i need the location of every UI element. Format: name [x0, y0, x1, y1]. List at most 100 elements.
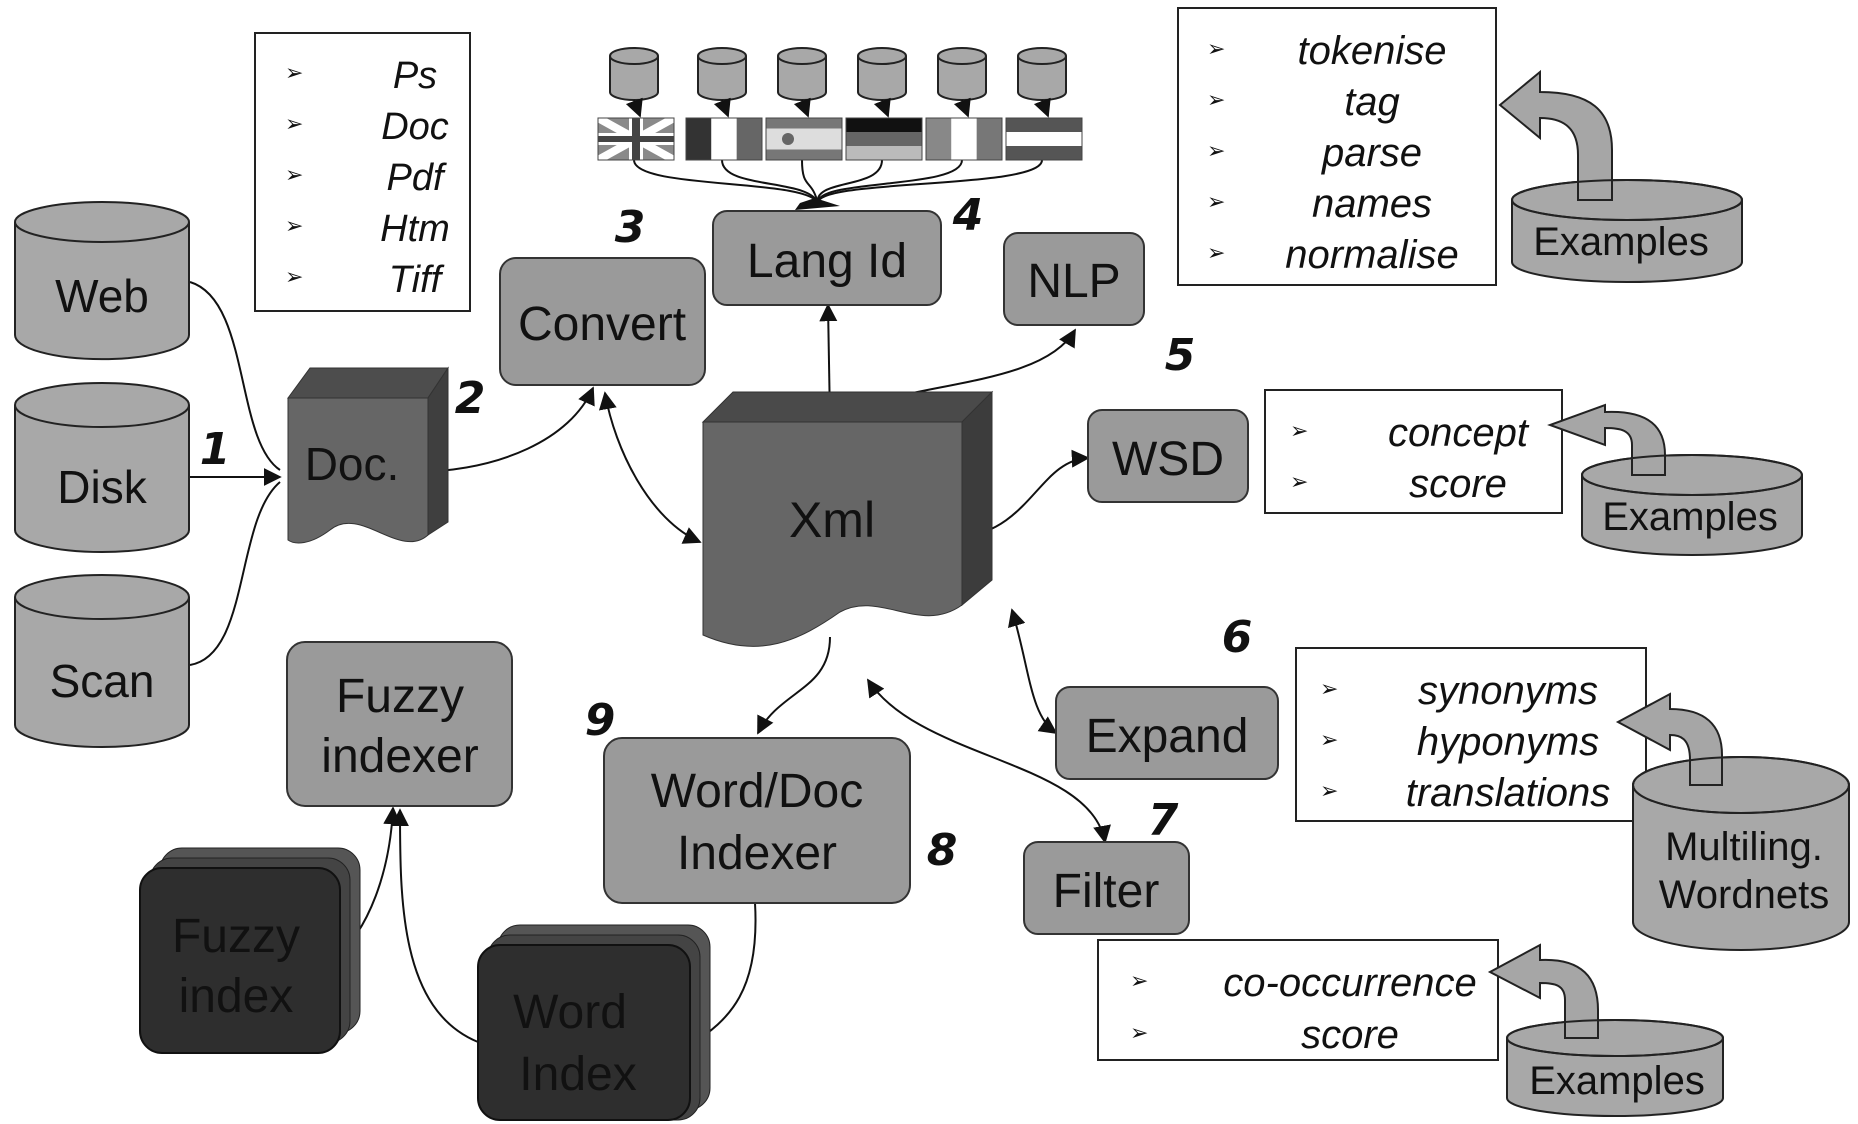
fuzzy-index-label-line1: Fuzzy: [172, 910, 300, 963]
step-6: 6: [1222, 612, 1253, 663]
bullet-icon: ➢: [1207, 139, 1225, 164]
xml-to-indexer-connector: [757, 636, 831, 735]
step-3: 3: [615, 202, 646, 253]
bullet-icon: ➢: [1207, 190, 1225, 215]
nlp-label: NLP: [1027, 255, 1120, 308]
formats-list-item: Ps: [393, 55, 437, 97]
wsd-list-item: score: [1409, 462, 1507, 506]
nlp-list-item: parse: [1321, 131, 1422, 175]
xml-filter-connector: [867, 678, 1111, 844]
scan-to-doc-connector: [189, 481, 281, 666]
formats-box: ➢ Ps ➢ Doc ➢ Pdf ➢ Htm ➢ Tiff: [254, 32, 471, 312]
flag-fr-icon: [685, 47, 763, 161]
bullet-icon: ➢: [1320, 779, 1338, 804]
xml-label: Xml: [789, 492, 875, 548]
expand-label: Expand: [1086, 710, 1249, 763]
bullet-icon: ➢: [1207, 88, 1225, 113]
bullet-icon: ➢: [285, 214, 303, 239]
step-1: 1: [200, 424, 231, 475]
formats-list-item: Htm: [380, 208, 450, 250]
examples-wsd-cylinder: Examples: [1547, 403, 1803, 556]
examples-filter-cylinder: Examples: [1487, 943, 1724, 1117]
flag-fan-lines: [633, 159, 1043, 205]
filter-box: Filter: [1023, 841, 1190, 935]
wordnets-cylinder: Multiling. Wordnets: [1615, 692, 1850, 951]
word-index-label-line1: Word: [513, 986, 627, 1039]
nlp-box: NLP: [1003, 232, 1145, 326]
disk-cylinder: Disk: [14, 382, 190, 553]
wordnets-label-line1: Multiling.: [1665, 825, 1823, 869]
fuzzy-index-label-line2: index: [179, 970, 294, 1023]
convert-xml-connector: [598, 391, 702, 544]
examples-filter-label: Examples: [1529, 1059, 1705, 1103]
nlp-ops-box: ➢tokenise➢tag➢parse➢names➢normalise: [1177, 7, 1497, 286]
web-to-doc-connector: [189, 281, 281, 471]
filter-ops-box: ➢co-occurrence➢score: [1097, 939, 1499, 1061]
web-cylinder: Web: [14, 201, 190, 361]
convert-box: Convert: [499, 257, 706, 386]
nlp-list-item: tokenise: [1298, 29, 1447, 73]
bullet-icon: ➢: [1207, 241, 1225, 266]
word-index-label-line2: Index: [519, 1048, 636, 1101]
wordindex-to-fuzzyindexer-connector: [391, 808, 479, 1043]
word-doc-indexer-label-line1: Word/Doc: [651, 765, 864, 818]
filter-label: Filter: [1053, 865, 1160, 918]
fuzzy-indexer-label-line1: Fuzzy: [336, 670, 464, 723]
formats-list-item: Pdf: [386, 157, 446, 199]
word-index-stack: Word Index: [477, 924, 711, 1121]
examples-filter-arrow: [1487, 943, 1599, 1039]
bullet-icon: ➢: [1130, 969, 1148, 994]
language-flags: [596, 47, 1083, 164]
examples-wsd-label: Examples: [1602, 495, 1778, 539]
wsd-label: WSD: [1112, 433, 1224, 486]
bullet-icon: ➢: [285, 163, 303, 188]
step-8: 8: [927, 825, 958, 876]
xml-block: Xml: [701, 390, 994, 647]
flag-de-icon: [845, 47, 923, 161]
web-label: Web: [55, 270, 149, 322]
bullet-icon: ➢: [285, 265, 303, 290]
flag-fan-line: [633, 159, 819, 205]
disk-label: Disk: [57, 461, 147, 513]
fuzzy-index-stack: Fuzzy index: [139, 847, 361, 1054]
bullet-icon: ➢: [285, 112, 303, 137]
flag-fan-line: [816, 159, 963, 205]
flag-es-icon: [765, 47, 843, 161]
formats-list-item: Tiff: [389, 259, 445, 301]
step-2: 2: [455, 373, 486, 424]
fan-junction: [795, 198, 840, 210]
fuzzy-indexer-label-line2: indexer: [321, 730, 478, 783]
flag-it-icon: [925, 47, 1003, 161]
examples-nlp-cylinder: Examples: [1498, 69, 1743, 283]
wsd-box: WSD: [1087, 409, 1249, 503]
nlp-list-item: names: [1312, 182, 1432, 226]
expand-list-item: hyponyms: [1417, 720, 1599, 764]
word-doc-indexer-label-line2: Indexer: [677, 827, 837, 880]
wsd-ops-box: ➢concept➢score: [1264, 389, 1563, 514]
convert-label: Convert: [518, 298, 686, 351]
lang-id-label: Lang Id: [747, 235, 907, 288]
doc-label: Doc.: [305, 438, 400, 490]
bullet-icon: ➢: [1207, 37, 1225, 62]
wordnets-arrow: [1615, 692, 1723, 786]
formats-list-item: Doc: [381, 106, 449, 148]
flag-uk-icon: [596, 47, 676, 164]
xml-expand-connector: [1008, 608, 1058, 735]
word-doc-indexer-box: Word/Doc Indexer: [603, 737, 911, 904]
scan-label: Scan: [50, 655, 155, 707]
step-5: 5: [1165, 330, 1196, 381]
flag-fan-line: [801, 159, 819, 205]
flag-fan-line: [817, 159, 1043, 205]
scan-cylinder: Scan: [14, 574, 190, 748]
bullet-icon: ➢: [1130, 1021, 1148, 1046]
step-9: 9: [585, 695, 616, 746]
step-4: 4: [952, 190, 984, 241]
expand-ops-box: ➢synonyms➢hyponyms➢translations: [1295, 647, 1647, 822]
expand-box: Expand: [1055, 686, 1279, 780]
bullet-icon: ➢: [285, 61, 303, 86]
bullet-icon: ➢: [1320, 728, 1338, 753]
fuzzy-indexer-box: Fuzzy indexer: [286, 641, 513, 807]
filter-list-item: co-occurrence: [1223, 961, 1476, 1005]
